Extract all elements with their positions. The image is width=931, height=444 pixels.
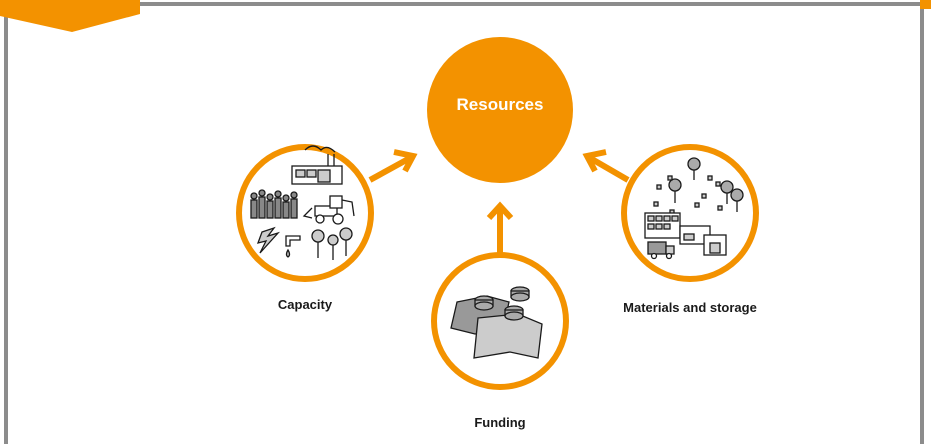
capacity-icon — [250, 145, 355, 260]
funding-label: Funding — [474, 415, 526, 430]
arrow-materials-to-resources — [582, 149, 630, 183]
capacity-label: Capacity — [277, 297, 333, 312]
frame-border — [4, 2, 924, 444]
corner-tab — [0, 0, 140, 32]
materials-storage-label: Materials and storage — [623, 300, 757, 315]
funding-node — [431, 252, 569, 390]
materials-node — [621, 144, 759, 282]
arrow-capacity-to-resources — [368, 149, 418, 183]
capacity-node — [236, 144, 374, 282]
materials-storage-icon — [644, 157, 744, 260]
resources-label: Resources — [456, 95, 544, 114]
funding-icon — [450, 286, 543, 359]
corner-tab-right — [920, 0, 931, 9]
resources-circle — [427, 37, 573, 183]
